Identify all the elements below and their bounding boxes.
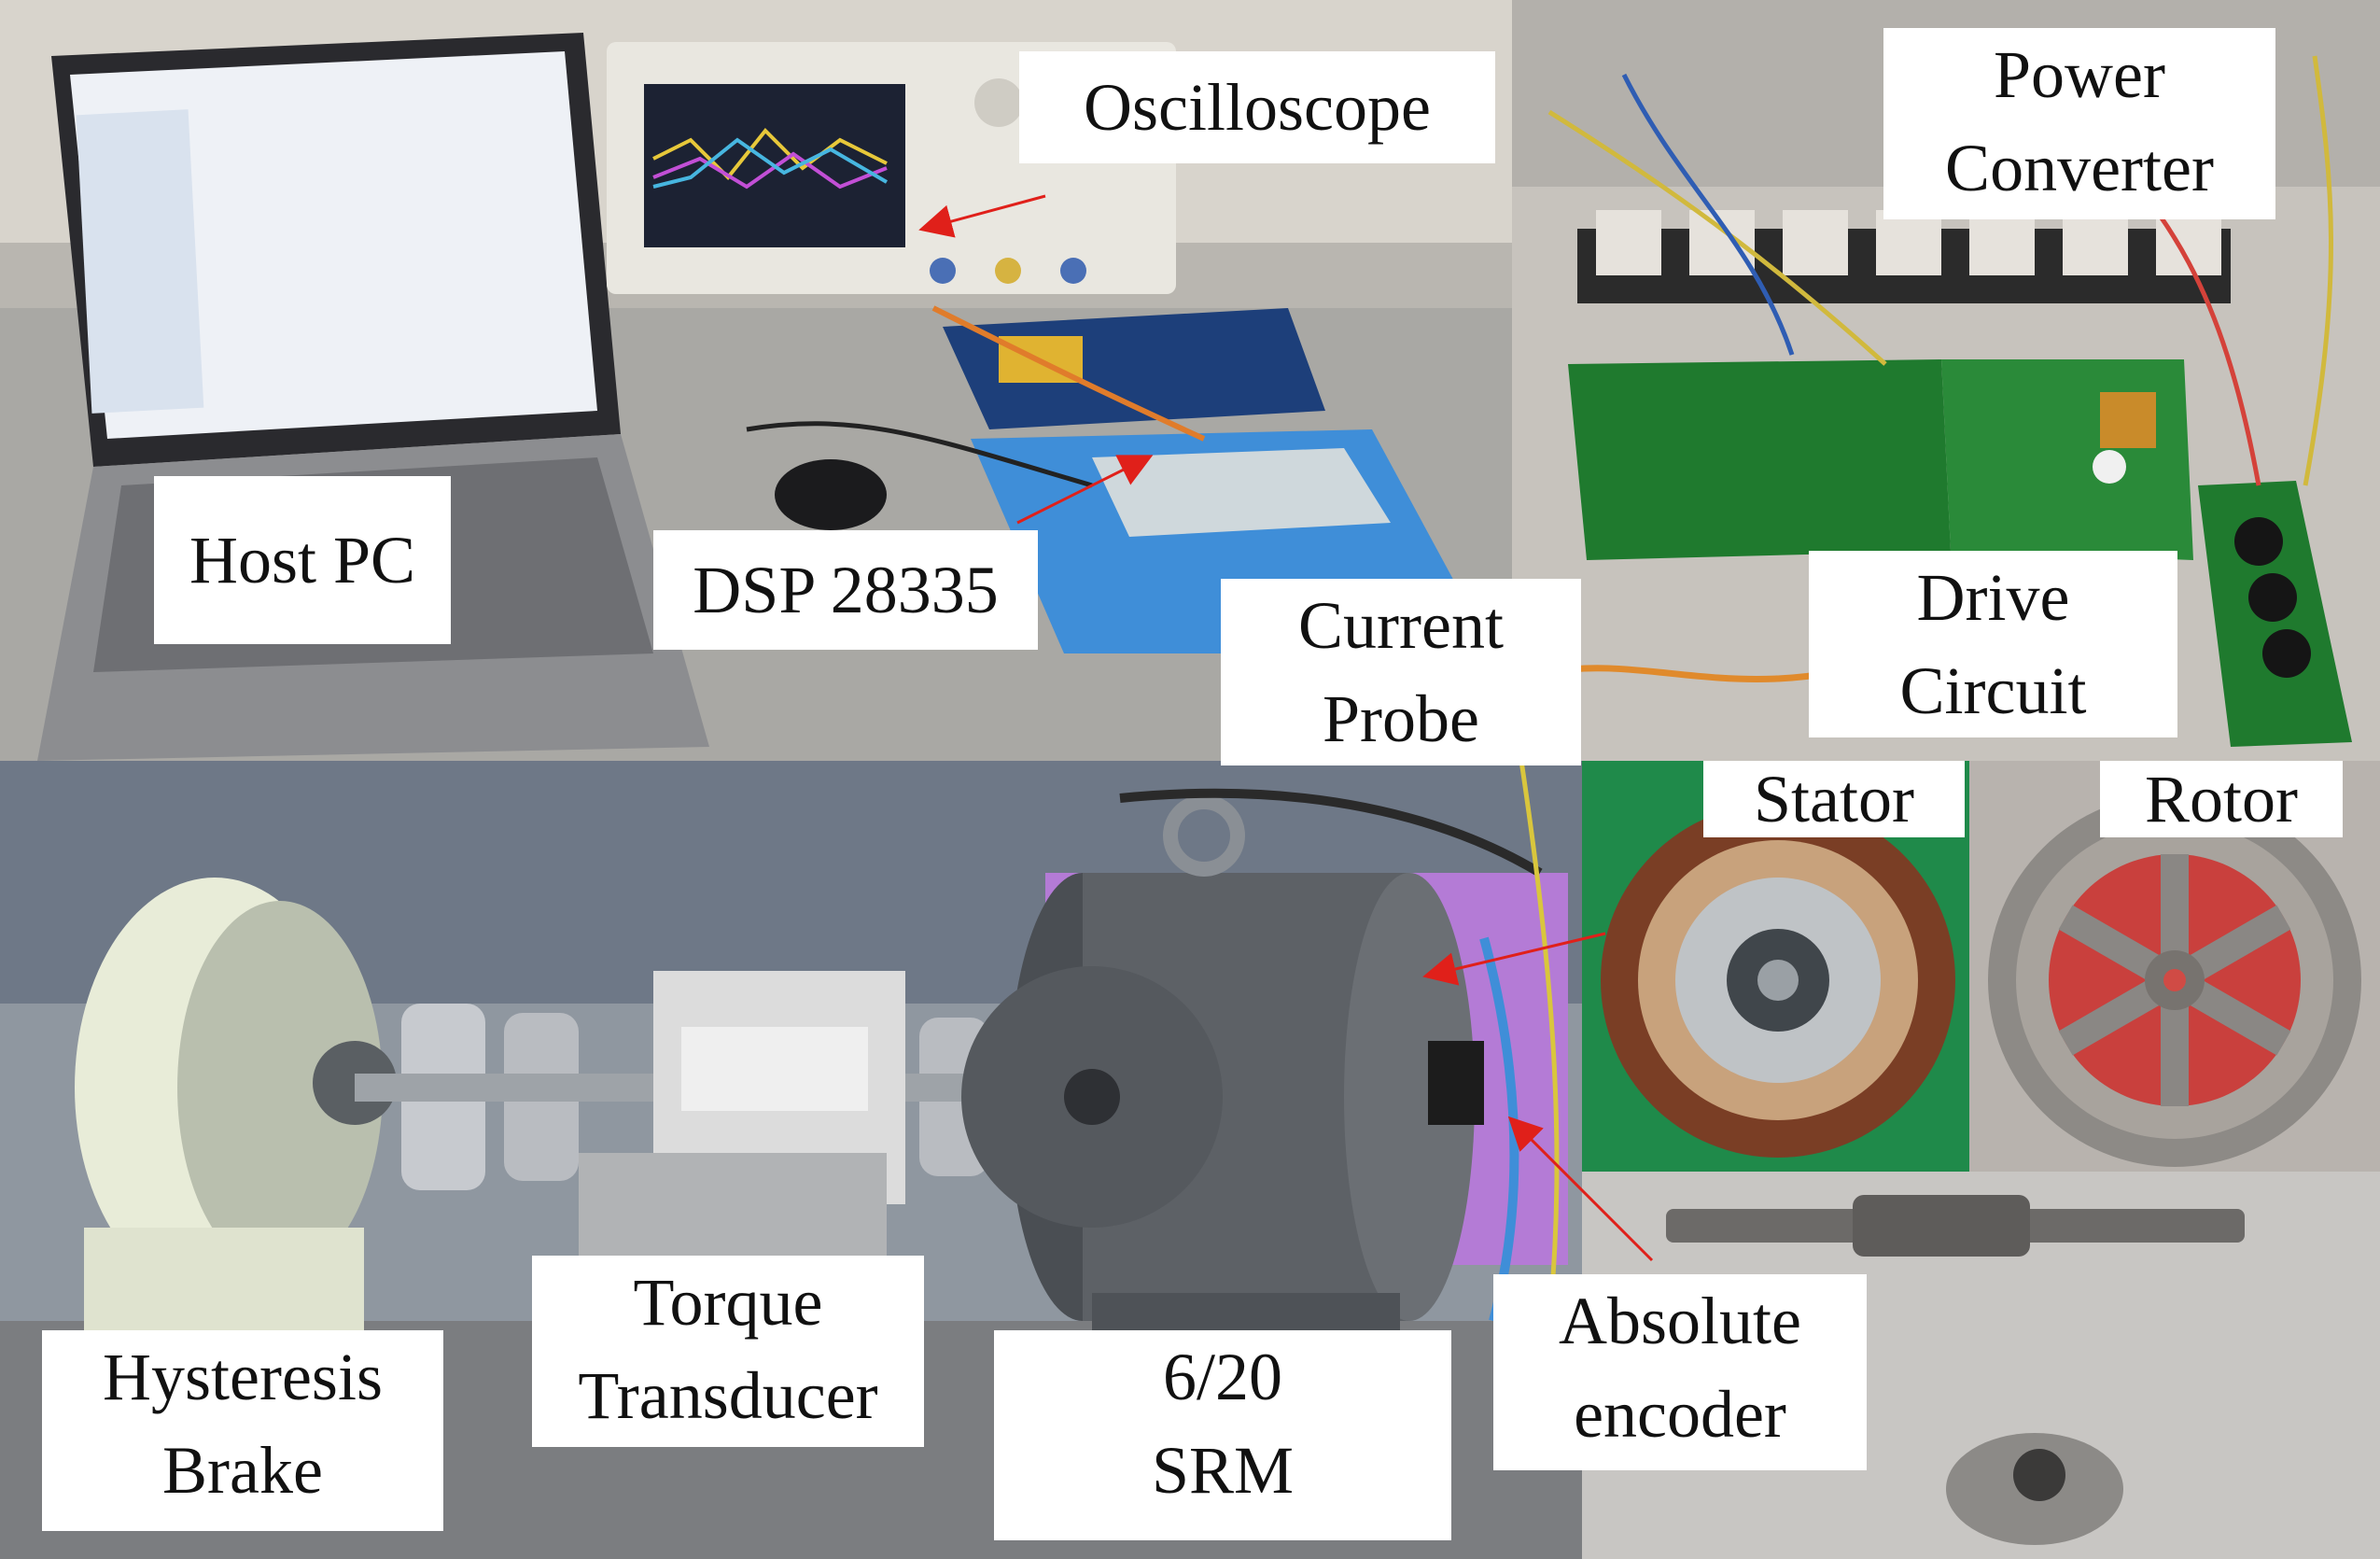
- label-hysteresis-brake-line1: Hysteresis: [103, 1340, 383, 1414]
- label-absolute-encoder: Absolute encoder: [1493, 1274, 1867, 1470]
- label-torque-transducer-line2: Transducer: [578, 1358, 878, 1433]
- photo-shaft-encoder: [1582, 1172, 2380, 1559]
- label-drive-circuit-line1: Drive: [1916, 560, 2070, 635]
- label-torque-transducer: Torque Transducer: [532, 1256, 924, 1447]
- label-drive-circuit-line2: Circuit: [1899, 653, 2087, 728]
- label-power-converter: Power Converter: [1883, 28, 2275, 219]
- label-current-probe-line1: Current: [1298, 588, 1504, 663]
- label-power-converter-line2: Converter: [1945, 131, 2214, 205]
- rotor-image: [1969, 761, 2380, 1172]
- label-drive-circuit: Drive Circuit: [1809, 551, 2177, 737]
- shaft-encoder-image: [1582, 1172, 2380, 1559]
- label-host-pc: Host PC: [154, 476, 451, 644]
- label-absolute-encoder-line1: Absolute: [1559, 1284, 1801, 1358]
- label-hysteresis-brake: Hysteresis Brake: [42, 1330, 443, 1531]
- label-power-converter-line1: Power: [1994, 37, 2165, 112]
- label-stator: Stator: [1703, 761, 1965, 837]
- photo-stator: [1582, 761, 1969, 1172]
- label-absolute-encoder-line2: encoder: [1574, 1377, 1786, 1452]
- label-oscilloscope: Oscilloscope: [1019, 51, 1495, 163]
- label-current-probe-line2: Probe: [1323, 681, 1479, 756]
- label-srm: 6/20 SRM: [994, 1330, 1451, 1540]
- label-current-probe: Current Probe: [1221, 579, 1581, 765]
- stator-image: [1582, 761, 1969, 1172]
- label-torque-transducer-line1: Torque: [633, 1265, 823, 1340]
- label-dsp: DSP 28335: [653, 530, 1038, 650]
- label-srm-line1: 6/20: [1162, 1340, 1282, 1414]
- label-hysteresis-brake-line2: Brake: [162, 1433, 323, 1508]
- label-srm-line2: SRM: [1151, 1433, 1295, 1508]
- label-rotor: Rotor: [2100, 761, 2343, 837]
- photo-rotor: [1969, 761, 2380, 1172]
